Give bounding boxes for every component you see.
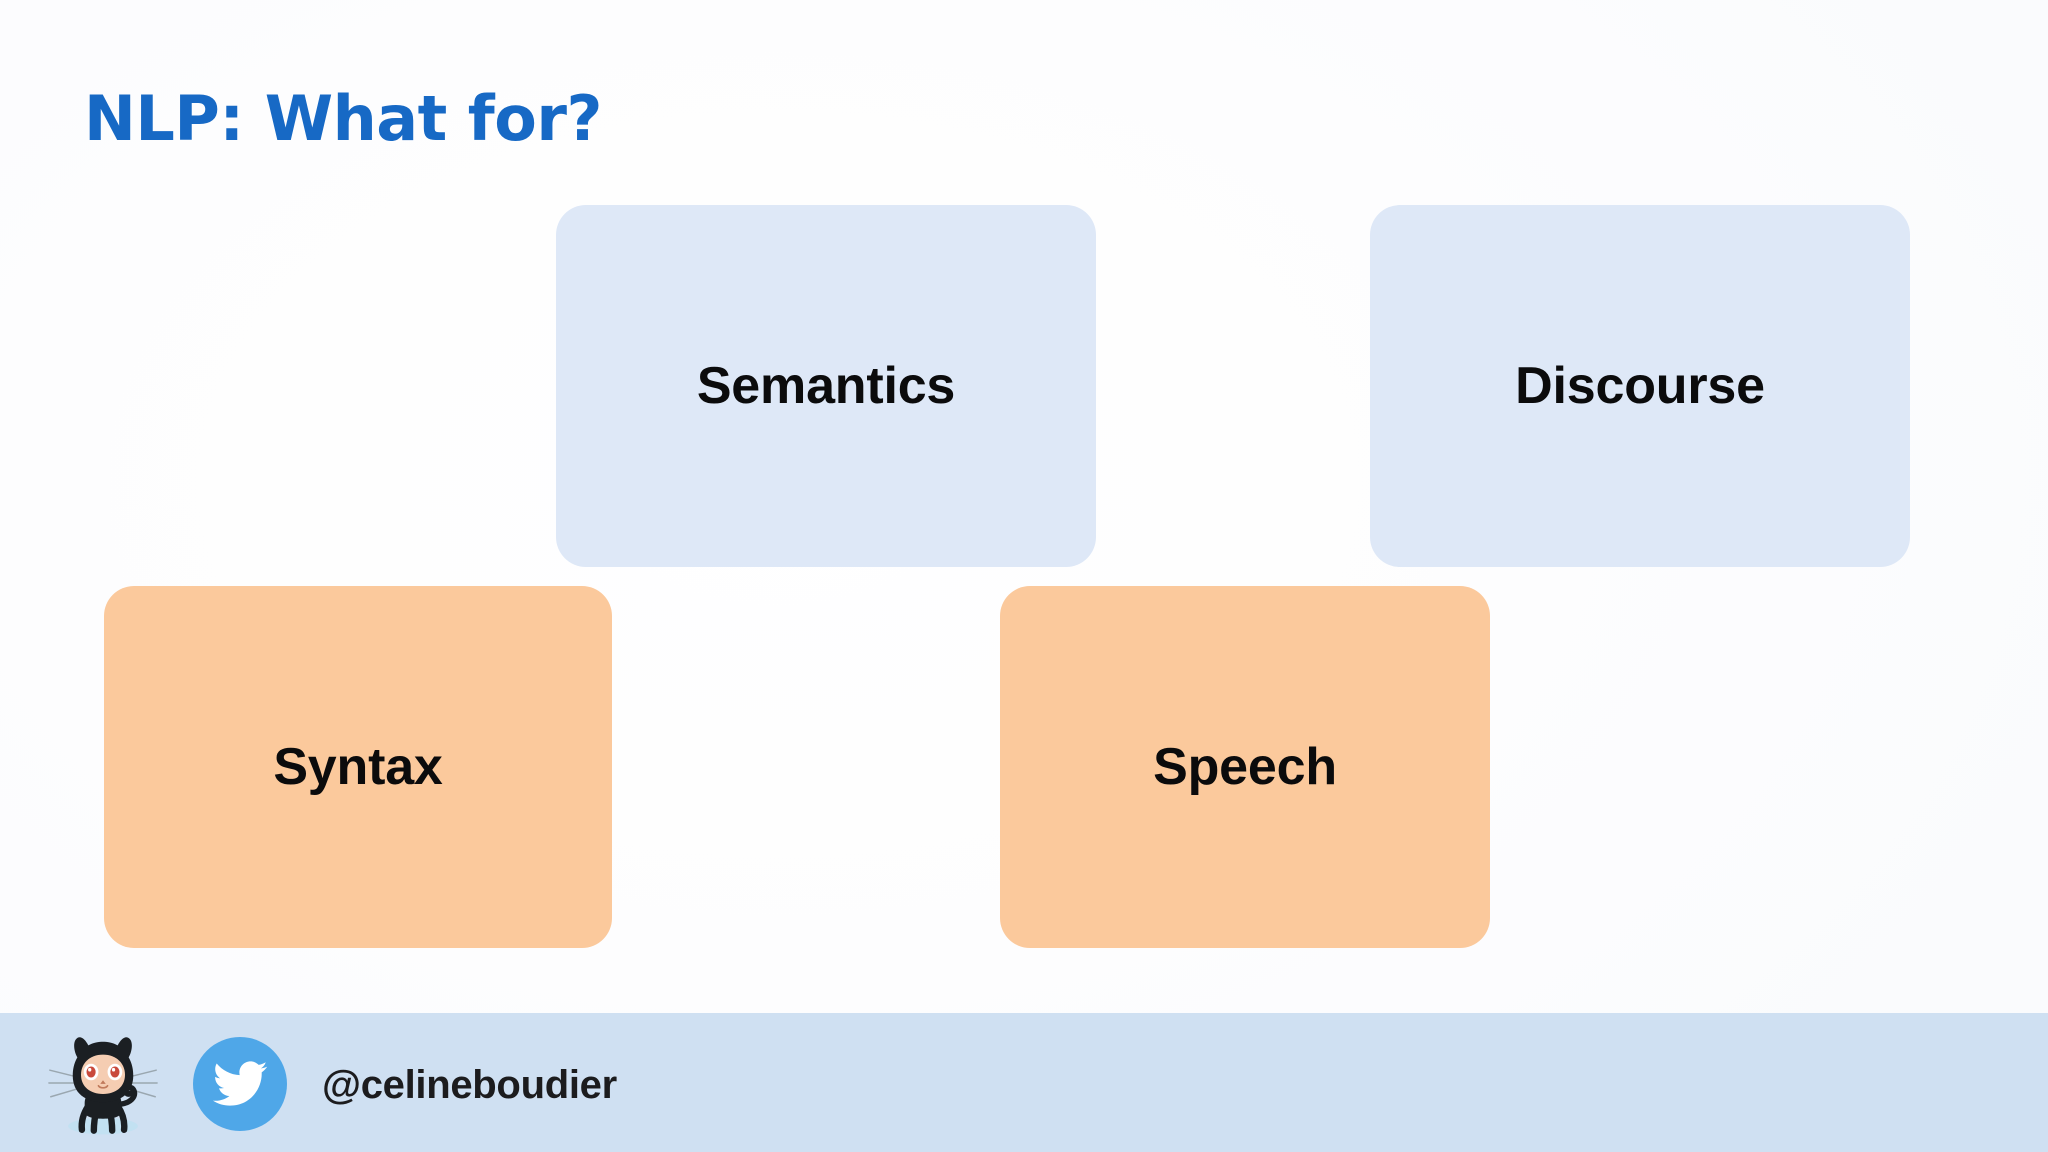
concept-box-label: Syntax (273, 738, 443, 796)
github-octocat-icon (48, 1037, 158, 1135)
twitter-handle-label: @celineboudier (322, 1063, 617, 1107)
footer-bar: @celineboudier (0, 1013, 2048, 1152)
concept-box-label: Speech (1153, 738, 1337, 796)
concept-box-syntax[interactable]: Syntax (104, 586, 612, 948)
concept-box-label: Semantics (696, 357, 956, 415)
twitter-bird-icon[interactable] (193, 1037, 287, 1131)
concept-box-semantics[interactable]: Semantics (556, 205, 1096, 567)
concept-box-discourse[interactable]: Discourse (1370, 205, 1910, 567)
concept-box-label: Discourse (1515, 357, 1765, 415)
page-title: NLP: What for? (84, 81, 602, 155)
concept-box-speech[interactable]: Speech (1000, 586, 1490, 948)
